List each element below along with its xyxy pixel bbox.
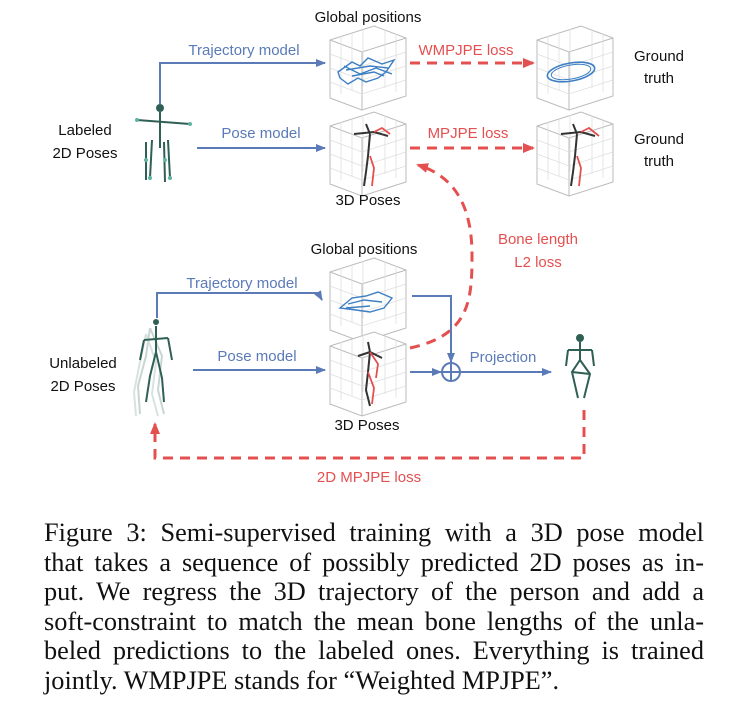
caption-line: that takes a sequence of possibly predic… xyxy=(44,547,704,577)
3d-poses-label-bottom: 3D Poses xyxy=(334,417,399,434)
3d-poses-label-top: 3D Poses xyxy=(335,192,400,209)
labeled-poses-label: Labeled xyxy=(58,122,111,139)
caption-line: Figure 3: Semi-supervised training with … xyxy=(44,518,704,547)
wmpjpe-loss-label: WMPJPE loss xyxy=(418,42,513,59)
global-positions-title-top: Global positions xyxy=(315,9,422,26)
unlabeled-poses-label-2: 2D Poses xyxy=(50,378,115,395)
labeled-poses-label-2: 2D Poses xyxy=(52,145,117,162)
ground-truth-label-1b: truth xyxy=(644,70,674,87)
pose-model-label-top: Pose model xyxy=(221,125,300,142)
mpjpe-loss-label: MPJPE loss xyxy=(428,125,509,142)
ground-truth-label-1: Ground xyxy=(634,48,684,65)
traj-to-combine-arrow xyxy=(412,295,455,363)
bone-length-loss-arrow xyxy=(409,163,474,350)
ground-truth-label-2: Ground xyxy=(634,131,684,148)
3d-pose-plot-top xyxy=(329,111,407,197)
labeled-skeleton xyxy=(135,104,192,183)
combine-plus-icon xyxy=(441,362,461,382)
3d-pose-plot-bottom xyxy=(329,331,407,417)
caption-line: soft-constraint to match the mean bone l… xyxy=(44,606,704,636)
ground-truth-label-2b: truth xyxy=(644,153,674,170)
mpjpe-2d-loss-label: 2D MPJPE loss xyxy=(317,469,421,486)
bone-length-label-2: L2 loss xyxy=(514,254,562,271)
global-positions-plot-bottom xyxy=(329,257,407,343)
traj-model-arrow-top xyxy=(159,59,326,104)
bone-length-label: Bone length xyxy=(498,231,578,248)
traj-model-arrow-bottom xyxy=(156,290,323,318)
global-positions-plot-top xyxy=(329,25,407,111)
traj-model-label-top: Trajectory model xyxy=(188,42,299,59)
traj-model-label-bottom: Trajectory model xyxy=(186,275,297,292)
unlabeled-poses-label: Unlabeled xyxy=(49,355,117,372)
projection-label: Projection xyxy=(470,349,537,366)
caption-line: jointly. WMPJPE stands for “Weighted MPJ… xyxy=(44,665,560,695)
figure-caption: Figure 3: Semi-supervised training with … xyxy=(44,518,704,695)
caption-line: beled predictions to the labeled ones. E… xyxy=(44,636,704,665)
global-positions-title-bottom: Global positions xyxy=(311,241,418,258)
ground-truth-trajectory-plot xyxy=(536,25,614,111)
unlabeled-skeleton xyxy=(132,319,173,417)
mpjpe-2d-loss-arrow xyxy=(150,410,586,460)
training-diagram: Labeled 2D Poses Trajectory model Pose m… xyxy=(49,9,684,486)
caption-line: put. We regress the 3D trajectory of the… xyxy=(44,577,704,606)
pose-model-label-bottom: Pose model xyxy=(217,348,296,365)
projected-2d-skeleton xyxy=(565,334,595,399)
ground-truth-pose-plot xyxy=(536,111,614,197)
